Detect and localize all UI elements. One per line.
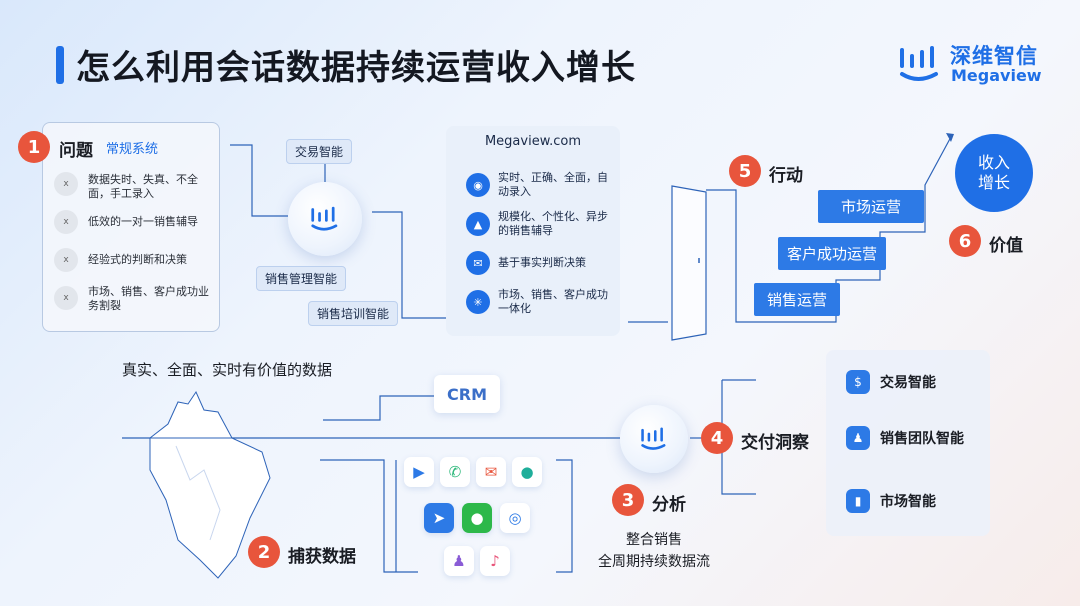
feature-item: 实时、正确、全面，自动录入	[498, 171, 608, 198]
data-heading: 真实、全面、实时有价值的数据	[122, 361, 333, 379]
problem-subtitle: 常规系统	[106, 142, 159, 157]
analysis-label: 分析	[652, 495, 686, 515]
chart-icon: ▮	[846, 489, 870, 513]
analysis-hub	[620, 405, 688, 473]
value-label: 价值	[989, 236, 1023, 256]
tag-deal-intelligence: 交易智能	[286, 139, 353, 164]
step-badge-5: 5	[729, 155, 761, 187]
megaview-logo-icon	[641, 427, 666, 450]
problem-title: 问题	[59, 141, 93, 161]
step-badge-4: 4	[701, 422, 733, 454]
x-icon: x	[54, 210, 78, 234]
video-icon: ▶	[404, 457, 434, 487]
insight-item: 销售团队智能	[880, 431, 964, 447]
megaview-logo-icon	[900, 46, 938, 81]
problem-item: 低效的一对一销售辅导	[88, 215, 198, 228]
dollar-icon: $	[846, 370, 870, 394]
megaview-hub	[288, 182, 362, 256]
x-icon: x	[54, 248, 78, 272]
feature-item: 规模化、个性化、异步的销售辅导	[498, 210, 608, 237]
revenue-line-1: 收入	[977, 153, 1010, 172]
mail-icon: ✉	[476, 457, 506, 487]
analysis-sub-line-1: 整合销售	[626, 532, 682, 548]
mic-icon: ♪	[480, 546, 510, 576]
stair-sales-ops: 销售运营	[754, 283, 840, 316]
team-icon: ♟	[444, 546, 474, 576]
megaview-logo-icon	[311, 206, 338, 231]
iceberg-bottom	[149, 437, 271, 579]
iceberg-top	[148, 390, 233, 439]
insight-item: 交易智能	[880, 375, 936, 391]
title-accent-bar	[56, 46, 64, 84]
feature-item: 基于事实判断决策	[498, 256, 586, 269]
problem-item: 经验式的判断和决策	[88, 253, 187, 266]
graduation-icon: ▲	[466, 212, 490, 236]
capture-label: 捕获数据	[288, 547, 356, 567]
step-badge-3: 3	[612, 484, 644, 516]
logo-chinese-name: 深维智信	[950, 44, 1038, 68]
revenue-line-2: 增长	[977, 173, 1010, 192]
x-icon: x	[54, 172, 78, 196]
problem-item: 数据失时、失真、不全面，手工录入	[88, 173, 198, 200]
crm-badge: CRM	[434, 375, 500, 413]
megaview-panel-title: Megaview.com	[484, 134, 582, 149]
problem-item: 市场、销售、客户成功业务割裂	[88, 285, 209, 312]
wechat-icon: ●	[462, 503, 492, 533]
tag-sales-training-intelligence: 销售培训智能	[308, 301, 399, 326]
analysis-sub-line-2: 全周期持续数据流	[598, 554, 710, 570]
stair-customer-success-ops: 客户成功运营	[778, 237, 886, 270]
x-icon: x	[54, 286, 78, 310]
step-badge-6: 6	[949, 225, 981, 257]
feature-item: 市场、销售、客户成功一体化	[498, 288, 608, 315]
mail-icon: ✉	[466, 251, 490, 275]
eye-icon: ◉	[466, 173, 490, 197]
analysis-description: 整合销售 全周期持续数据流	[584, 529, 724, 573]
tag-sales-management-intelligence: 销售管理智能	[256, 266, 347, 291]
stair-marketing-ops: 市场运营	[818, 190, 924, 223]
logo-english-name: Megaview	[951, 66, 1042, 85]
step-badge-1: 1	[18, 131, 50, 163]
chat-icon: ●	[512, 457, 542, 487]
people-icon: ♟	[846, 426, 870, 450]
insight-item: 市场智能	[880, 494, 936, 510]
insight-label: 交付洞察	[741, 433, 809, 453]
action-label: 行动	[769, 166, 803, 186]
atom-icon: ✳	[466, 290, 490, 314]
dingtalk-icon: ◎	[500, 503, 530, 533]
step-badge-2: 2	[248, 536, 280, 568]
revenue-growth-circle: 收入增长	[955, 134, 1033, 212]
page-title: 怎么利用会话数据持续运营收入增长	[76, 48, 636, 88]
phone-icon: ✆	[440, 457, 470, 487]
feishu-icon: ➤	[424, 503, 454, 533]
